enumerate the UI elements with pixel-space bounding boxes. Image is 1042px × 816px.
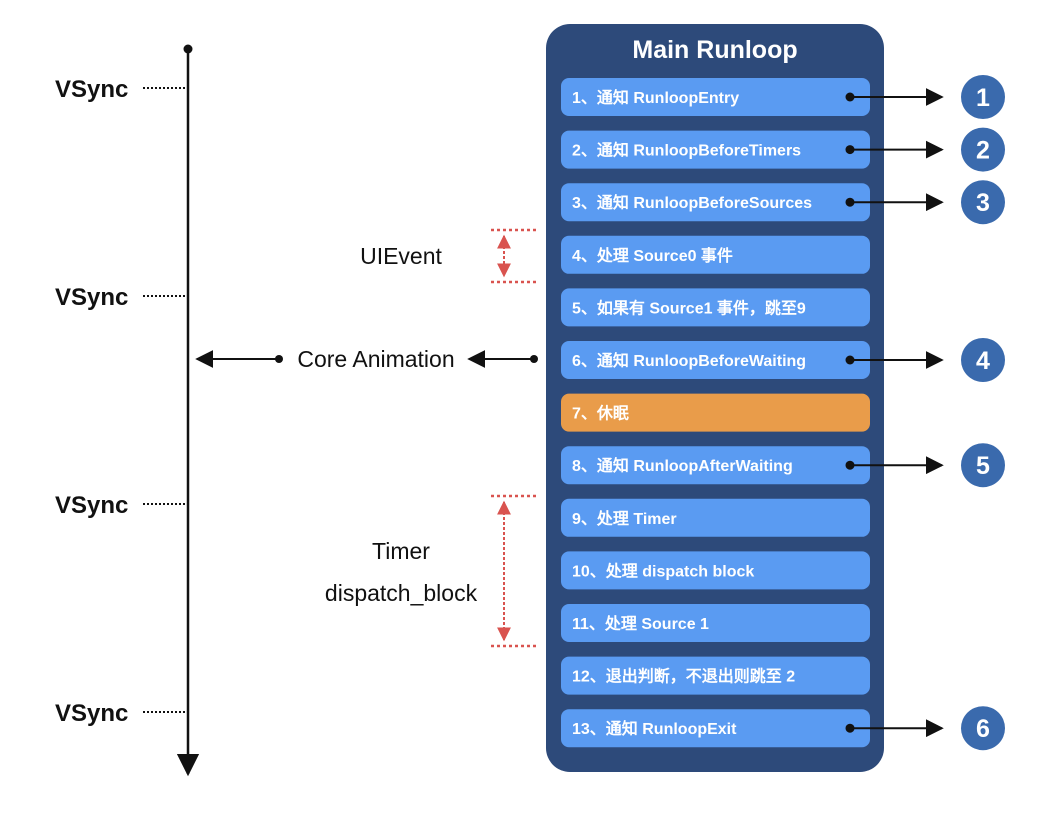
step-row: 9、处理 Timer [561, 498, 870, 537]
step-number-badge [961, 338, 1005, 382]
timer-bracket: Timer dispatch_block [325, 494, 537, 648]
step-box [561, 78, 870, 116]
step-row: 10、处理 dispatch block [561, 551, 870, 590]
step-box [561, 604, 870, 642]
step-number-badge [961, 127, 1005, 172]
step-row: 3、通知 RunloopBeforeSources [561, 183, 870, 222]
step-number-badge [961, 706, 1005, 751]
step-box [561, 551, 870, 590]
step-label: 2、通知 RunloopBeforeTimers [572, 141, 801, 160]
step-number-badge [961, 75, 1005, 119]
vsync-label: VSync [55, 492, 128, 519]
step-row: 7、休眠 [561, 393, 870, 432]
core-animation-left-dot [275, 355, 283, 363]
step-row: 4、处理 Source0 事件 [561, 235, 870, 274]
vsync-label: VSync [55, 700, 128, 727]
notification-connector: 2 [845, 127, 1005, 172]
notification-connector: 1 [845, 75, 1005, 119]
vsync-label: VSync [55, 76, 128, 103]
steps-list: 1、通知 RunloopEntry 2、通知 RunloopBeforeTimer… [561, 78, 870, 748]
step-label: 5、如果有 Source1 事件，跳至9 [572, 298, 806, 317]
core-animation-connector: Core Animation [195, 346, 538, 372]
panel-title: Main Runloop [632, 36, 797, 64]
step-box [561, 130, 870, 169]
badge-number: 6 [976, 715, 990, 743]
step-box [561, 498, 870, 537]
core-animation-label: Core Animation [297, 346, 454, 372]
step-box [561, 393, 870, 432]
step-row: 12、退出判断，不退出则跳至 2 [561, 656, 870, 695]
timer-label: Timer [372, 538, 430, 564]
badge-number: 5 [976, 452, 990, 480]
step-label: 7、休眠 [572, 404, 629, 423]
badge-number: 4 [976, 347, 990, 375]
step-label: 12、退出判断，不退出则跳至 2 [572, 667, 795, 686]
core-animation-right-dot [530, 355, 538, 363]
step-row: 1、通知 RunloopEntry [561, 78, 870, 116]
step-box [561, 656, 870, 695]
dispatch-block-label: dispatch_block [325, 580, 478, 606]
step-label: 6、通知 RunloopBeforeWaiting [572, 351, 806, 370]
ui-event-label: UIEvent [360, 243, 442, 269]
step-label: 11、处理 Source 1 [572, 614, 709, 633]
step-row: 5、如果有 Source1 事件，跳至9 [561, 288, 870, 327]
main-runloop-panel: Main Runloop 1、通知 RunloopEntry 2、通知 Runlo… [546, 24, 884, 772]
badge-number: 2 [976, 137, 990, 165]
step-row: 11、处理 Source 1 [561, 604, 870, 642]
step-label: 9、处理 Timer [572, 509, 677, 528]
step-row: 6、通知 RunloopBeforeWaiting [561, 341, 870, 379]
step-label: 10、处理 dispatch block [572, 561, 754, 580]
step-label: 3、通知 RunloopBeforeSources [572, 193, 812, 212]
step-number-badge [961, 180, 1005, 225]
step-label: 1、通知 RunloopEntry [572, 88, 739, 107]
step-box [561, 288, 870, 327]
step-label: 8、通知 RunloopAfterWaiting [572, 456, 793, 475]
timeline: VSync VSync VSync VSync [55, 44, 200, 777]
badge-number: 1 [976, 84, 990, 112]
notification-connector: 4 [845, 338, 1005, 382]
notification-badges: 1 2 3 4 5 6 [845, 75, 1005, 751]
notification-connector: 6 [845, 706, 1005, 751]
notification-connector: 5 [845, 443, 1005, 488]
step-label: 4、处理 Source0 事件 [572, 246, 733, 265]
step-row: 2、通知 RunloopBeforeTimers [561, 130, 870, 169]
step-box [561, 341, 870, 379]
badge-number: 3 [976, 189, 990, 217]
step-label: 13、通知 RunloopExit [572, 719, 737, 738]
step-row: 8、通知 RunloopAfterWaiting [561, 446, 870, 485]
step-box [561, 183, 870, 222]
ui-event-bracket: UIEvent [360, 228, 537, 284]
vsync-label: VSync [55, 284, 128, 311]
step-row: 13、通知 RunloopExit [561, 709, 870, 748]
notification-connector: 3 [845, 180, 1005, 225]
step-box [561, 709, 870, 748]
step-number-badge [961, 443, 1005, 488]
step-box [561, 446, 870, 485]
step-box [561, 235, 870, 274]
